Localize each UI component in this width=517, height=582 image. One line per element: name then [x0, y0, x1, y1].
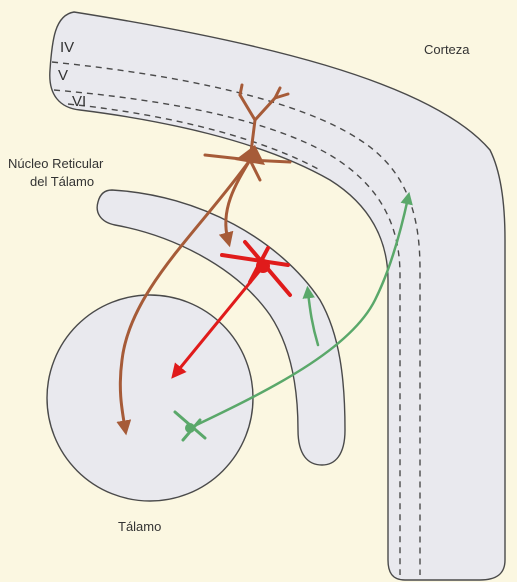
label-layer-v: V	[58, 67, 68, 84]
label-nucleo-reticular-line1: Núcleo Reticular	[8, 156, 104, 171]
reticular-neuron-soma	[256, 259, 270, 273]
label-nucleo-reticular-line2: del Tálamo	[30, 174, 94, 189]
thalamic-neuron-soma	[185, 423, 195, 433]
label-layer-vi: VI	[72, 93, 86, 110]
label-talamo: Tálamo	[118, 519, 161, 534]
label-corteza: Corteza	[424, 42, 470, 57]
thalamus-circle	[47, 295, 253, 501]
label-layer-iv: IV	[60, 39, 74, 56]
